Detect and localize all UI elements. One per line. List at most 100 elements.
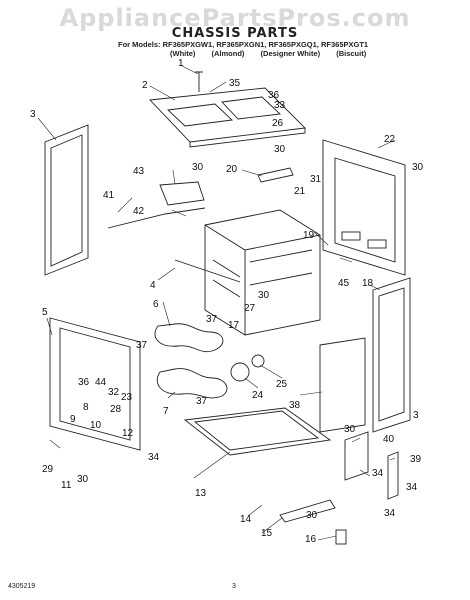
callout-18: 18: [362, 278, 374, 289]
rear-panel: [322, 139, 406, 276]
callout-21: 21: [294, 186, 306, 197]
models-line: For Models: RF365PXGW1, RF365PXGN1, RF36…: [118, 40, 369, 49]
callout-9: 9: [70, 414, 76, 425]
callout-37: 37: [196, 396, 208, 407]
callout-30: 30: [344, 424, 356, 435]
callout-19: 19: [303, 230, 315, 241]
callout-30: 30: [192, 162, 204, 173]
callout-34: 34: [148, 452, 160, 463]
oven-thermostat: [230, 362, 250, 382]
leg-bracket: [387, 451, 399, 500]
mounting-bracket: [344, 431, 369, 481]
right-side-panel: [372, 277, 411, 433]
document-number: 4305219: [8, 583, 36, 590]
rear-panel-inner: [334, 157, 396, 263]
callout-16: 16: [305, 534, 317, 545]
bake-element: [156, 368, 228, 399]
igniter-bracket: [159, 181, 205, 206]
callout-24: 24: [252, 390, 264, 401]
callout-17: 17: [228, 320, 240, 331]
thermostat-knob: [251, 354, 265, 368]
drawer-pan: [183, 407, 332, 456]
cooktop-edge: [189, 128, 306, 148]
callout-1: 1: [178, 58, 184, 69]
callout-3: 3: [30, 109, 36, 120]
callout-31: 31: [310, 174, 322, 185]
wire-harness: [107, 207, 206, 229]
callout-45: 45: [338, 278, 350, 289]
callout-27: 27: [244, 303, 256, 314]
front-frame: [49, 317, 141, 451]
color-variants: (White) (Almond) (Designer White) (Biscu…: [170, 49, 380, 58]
callout-30: 30: [258, 290, 270, 301]
bolt-part: [195, 71, 203, 92]
callout-33: 33: [274, 100, 286, 111]
callout-8: 8: [83, 402, 89, 413]
callout-22: 22: [384, 134, 396, 145]
callout-13: 13: [195, 488, 207, 499]
variant-biscuit: (Biscuit): [336, 49, 367, 58]
callout-labels: 1 2 3 3 4 5 6 7 8 9 10 11 12 13 14 15 16…: [30, 58, 424, 545]
variant-white: (White): [170, 49, 196, 58]
terminal-block: [257, 167, 294, 183]
left-side-panel: [44, 124, 89, 276]
right-side-panel-inner: [378, 287, 405, 422]
callout-25: 25: [276, 379, 288, 390]
callout-38: 38: [289, 400, 301, 411]
callout-20: 20: [226, 164, 238, 175]
callout-44: 44: [95, 377, 107, 388]
oven-cavity-edges: [204, 224, 321, 335]
broil-element: [154, 323, 224, 353]
variant-almond: (Almond): [211, 49, 245, 58]
oven-rack-rails: [212, 249, 313, 298]
callout-39: 39: [410, 454, 422, 465]
callout-4: 4: [150, 280, 156, 291]
leveling-foot: [335, 529, 347, 545]
page-number: 3: [232, 583, 236, 590]
callout-7: 7: [163, 406, 169, 417]
callout-30: 30: [306, 510, 318, 521]
callout-29: 29: [42, 464, 54, 475]
callout-14: 14: [240, 514, 252, 525]
front-frame-opening: [59, 327, 131, 441]
callout-34: 34: [406, 482, 418, 493]
temperature-sensor: [174, 259, 241, 283]
callout-11: 11: [61, 480, 72, 491]
cooktop-recess-right: [221, 96, 282, 120]
callout-10: 10: [90, 420, 102, 431]
callout-15: 15: [261, 528, 273, 539]
callout-41: 41: [103, 190, 115, 201]
callout-5: 5: [42, 307, 48, 318]
callout-2: 2: [142, 80, 148, 91]
callout-30: 30: [412, 162, 424, 173]
callout-12: 12: [122, 428, 134, 439]
callout-43: 43: [133, 166, 145, 177]
callout-36: 36: [268, 90, 280, 101]
callout-37: 37: [136, 340, 148, 351]
cooktop-recess-left: [166, 103, 234, 127]
drawer-pan-inner: [193, 410, 320, 451]
callout-36: 36: [78, 377, 90, 388]
anti-tip-bracket: [279, 499, 336, 523]
callout-26: 26: [272, 118, 284, 129]
callout-35: 35: [229, 78, 241, 89]
callout-32: 32: [108, 387, 120, 398]
diagram-title: CHASSIS PARTS: [171, 26, 299, 41]
callout-30: 30: [77, 474, 89, 485]
callout-40: 40: [383, 434, 395, 445]
callout-30: 30: [274, 144, 286, 155]
callout-34: 34: [372, 468, 384, 479]
watermark: AppliancePartsPros.com: [59, 4, 411, 32]
oven-cavity: [204, 209, 321, 336]
leader-lines: [37, 65, 396, 541]
callout-34: 34: [384, 508, 396, 519]
left-side-panel-inner: [50, 134, 83, 267]
rear-panel-slot: [341, 231, 361, 241]
rear-panel-slot: [367, 239, 387, 249]
heat-shield: [319, 337, 366, 433]
callout-23: 23: [121, 392, 133, 403]
callout-28: 28: [110, 404, 122, 415]
callout-3: 3: [413, 410, 419, 421]
